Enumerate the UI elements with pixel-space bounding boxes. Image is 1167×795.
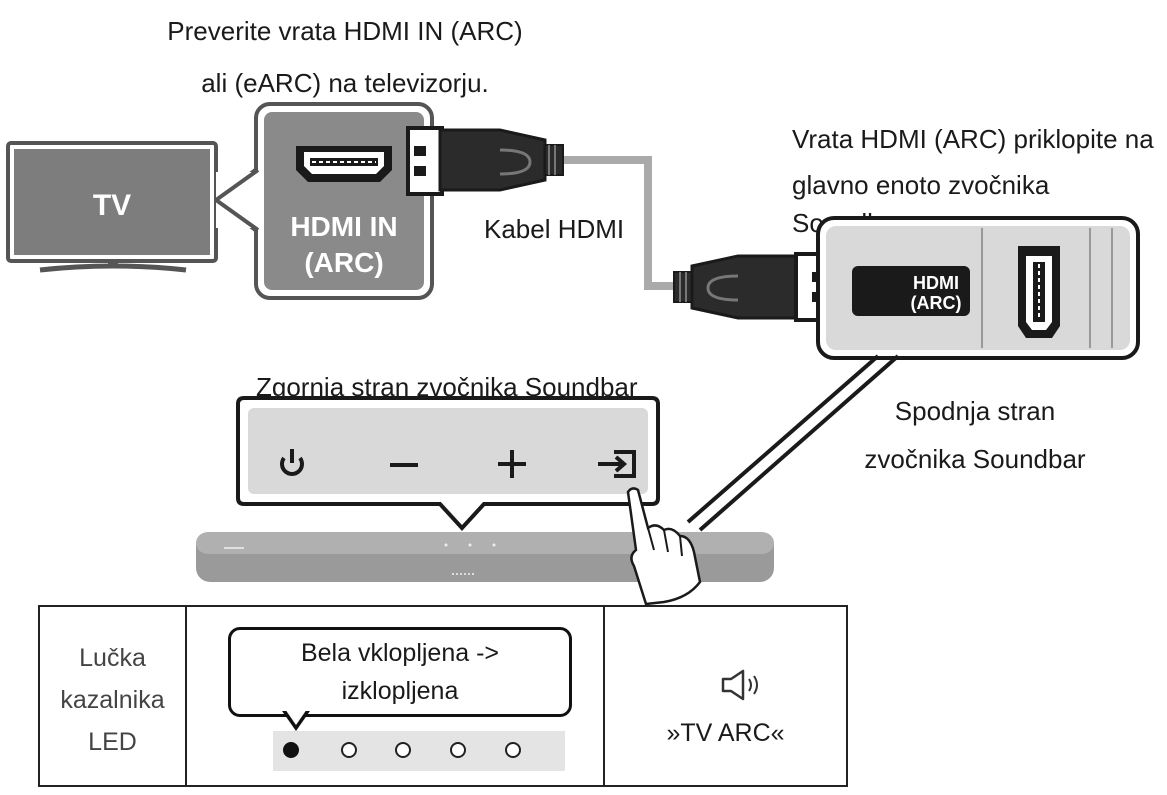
tv-port-caption: Preverite vrata HDMI IN (ARC) ali (eARC)… <box>150 12 540 102</box>
hdmi-cable-wire <box>560 156 688 290</box>
source-input-icon <box>598 450 636 478</box>
led-header-line3: LED <box>88 728 137 756</box>
hdmi-plug-tv-icon <box>406 126 564 196</box>
power-button[interactable] <box>280 449 304 476</box>
tv-port-caption-line2: ali (eARC) na televizorju. <box>201 68 489 98</box>
led-1 <box>283 742 299 758</box>
led-state-cell: Bela vklopljena -> izklopljena <box>187 607 605 785</box>
power-icon <box>280 456 304 476</box>
hand-icon <box>626 487 702 605</box>
tv-screen <box>14 149 210 255</box>
led-header-cell: Lučka kazalnika LED <box>40 607 187 785</box>
mode-label: »TV ARC« <box>666 719 785 747</box>
led-header-line2: kazalnika <box>60 686 165 714</box>
connection-illustration: TV HDMI IN (ARC) <box>6 102 1140 605</box>
soundbar-body <box>196 532 774 582</box>
soundbar-port-label-line1: HDMI <box>913 273 959 293</box>
cable-caption: Kabel HDMI <box>484 214 625 244</box>
tv: TV <box>6 141 218 273</box>
led-state-callout: Bela vklopljena -> izklopljena <box>228 627 572 717</box>
led-indicator-table: Lučka kazalnika LED Bela vklopljena -> i… <box>38 605 848 787</box>
bottom-side-caption: Spodnja stran zvočnika Soundbar <box>860 392 1090 478</box>
speaker-sound-icon <box>721 669 758 701</box>
soundbar-port-label-line2: (ARC) <box>911 293 962 313</box>
tv-stand <box>39 263 187 273</box>
tv-port-caption-line1: Preverite vrata HDMI IN (ARC) <box>167 16 523 46</box>
tv-hdmi-panel: HDMI IN (ARC) <box>214 102 434 300</box>
soundbar-hdmi-panel: HDMI (ARC) <box>816 216 1140 360</box>
soundbar-port-caption-line1: Vrata HDMI (ARC) priklopite na <box>792 124 1154 154</box>
callout-line2: izklopljena <box>341 677 459 705</box>
led-3 <box>395 742 411 758</box>
led-2 <box>341 742 357 758</box>
tv-hdmi-socket-icon <box>296 146 392 182</box>
tv-port-label-line2: (ARC) <box>304 247 383 278</box>
led-strip <box>273 731 565 771</box>
source-button[interactable] <box>598 450 636 478</box>
led-mode-cell: »TV ARC« <box>605 607 846 785</box>
plus-icon <box>498 450 526 478</box>
bottom-side-caption-line1: Spodnja stran <box>894 396 1056 426</box>
tv-port-label-line1: HDMI IN <box>290 211 397 242</box>
soundbar-hdmi-socket-icon <box>1018 246 1060 338</box>
volume-up-button[interactable] <box>498 450 526 478</box>
bottom-pointer-line-2 <box>698 354 900 532</box>
soundbar-port-label-box <box>852 266 970 316</box>
soundbar-top-panel <box>236 396 660 531</box>
bottom-side-caption-line2: zvočnika Soundbar <box>864 444 1086 474</box>
led-5 <box>505 742 521 758</box>
hdmi-plug-soundbar-icon <box>673 252 832 322</box>
tv-label: TV <box>93 189 131 222</box>
led-header-line1: Lučka <box>79 644 146 672</box>
bottom-pointer-line-1 <box>686 354 880 524</box>
led-header-label: Lučka kazalnika LED <box>40 637 185 763</box>
callout-line1: Bela vklopljena -> <box>300 639 500 667</box>
led-4 <box>450 742 466 758</box>
